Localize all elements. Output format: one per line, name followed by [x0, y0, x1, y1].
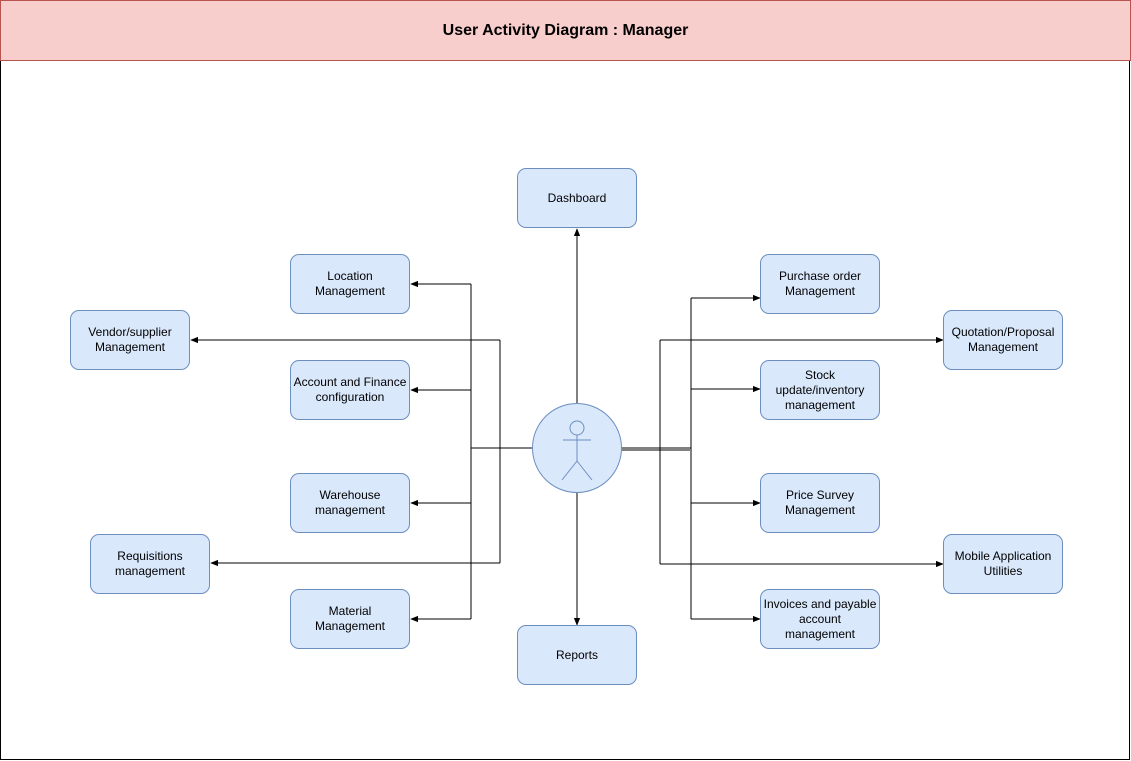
- manager-actor: [532, 403, 622, 493]
- title-bar: User Activity Diagram : Manager: [0, 0, 1131, 61]
- node-label: Invoices and payable account management: [763, 596, 877, 641]
- node-material: Material Management: [290, 589, 410, 649]
- node-label: Stock update/inventory management: [775, 367, 865, 412]
- node-label: Purchase order Management: [778, 269, 862, 298]
- node-dashboard: Dashboard: [517, 168, 637, 228]
- node-label: Location Management: [314, 269, 386, 298]
- node-label: Dashboard: [547, 190, 607, 205]
- node-quotation: Quotation/Proposal Management: [943, 310, 1063, 370]
- node-account-finance: Account and Finance configuration: [290, 360, 410, 420]
- node-label: Quotation/Proposal Management: [951, 325, 1055, 354]
- node-label: Material Management: [314, 604, 386, 633]
- node-mobile-app: Mobile Application Utilities: [943, 534, 1063, 594]
- node-location: Location Management: [290, 254, 410, 314]
- node-reports: Reports: [517, 625, 637, 685]
- node-warehouse: Warehouse management: [290, 473, 410, 533]
- node-invoices: Invoices and payable account management: [760, 589, 880, 649]
- node-label: Reports: [555, 647, 599, 662]
- node-label: Mobile Application Utilities: [954, 549, 1052, 578]
- node-label: Warehouse management: [314, 488, 386, 517]
- node-price-survey: Price Survey Management: [760, 473, 880, 533]
- node-label: Vendor/supplier Management: [88, 325, 172, 354]
- node-label: Price Survey Management: [784, 488, 856, 517]
- node-label: Account and Finance configuration: [293, 375, 407, 404]
- diagram-title: User Activity Diagram : Manager: [442, 21, 689, 39]
- node-stock: Stock update/inventory management: [760, 360, 880, 420]
- user-actor-icon: [561, 420, 593, 481]
- node-requisitions: Requisitions management: [90, 534, 210, 594]
- node-purchase-order: Purchase order Management: [760, 254, 880, 314]
- node-vendor: Vendor/supplier Management: [70, 310, 190, 370]
- node-label: Requisitions management: [114, 549, 186, 578]
